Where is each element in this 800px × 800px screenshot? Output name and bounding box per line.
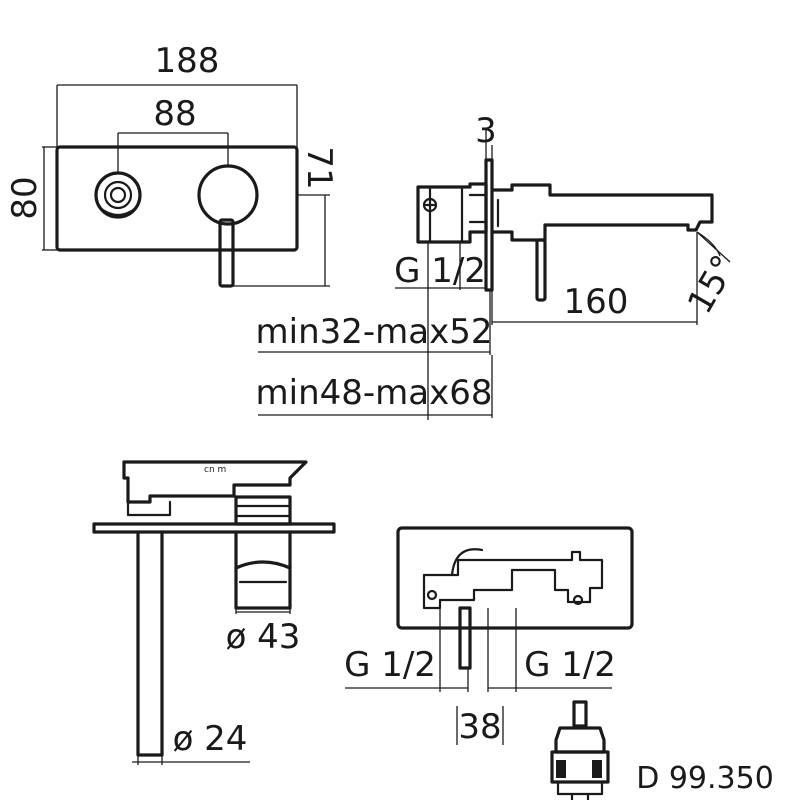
dim-height-spout: 71 [299,146,339,189]
side-spout [490,183,714,242]
diverter-knob [94,171,142,219]
dim-depth-range-1: min32-max52 [256,312,493,352]
dim-cartridge-diameter: ø 43 [226,617,301,657]
dim-connection-right: G 1/2 [524,645,616,685]
section-view: cn m ø 43 ø 24 [92,460,336,765]
cartridge-part [550,700,610,800]
mixing-body [416,182,488,244]
dim-spout-diameter: ø 24 [173,719,248,759]
dim-plate-thickness: 3 [475,111,497,151]
dim-connection: G 1/2 [394,251,486,291]
dim-depth-range-2: min48-max68 [256,373,493,413]
rear-plate [396,526,634,630]
drawing-code: D 99.350 [636,761,774,796]
section-cartridge [234,495,292,614]
svg-text:cn m: cn m [204,465,226,475]
side-lever [535,238,547,302]
section-body [122,460,308,504]
dim-spout-angle: 15° [680,248,745,320]
section-plate [92,522,336,534]
mixer-lever [197,164,259,288]
dim-height-plate: 80 [5,176,45,219]
front-plate [55,145,299,252]
section-spout [132,530,250,765]
dim-center-distance: 38 [458,707,501,747]
dim-connection-left: G 1/2 [344,645,436,685]
rear-view: G 1/2 G 1/2 38 [344,526,634,747]
dim-projection: 160 [564,282,629,322]
front-view: 188 88 80 71 [5,41,339,288]
dim-axis-distance: 88 [153,94,196,134]
dim-width-total: 188 [155,41,220,81]
rear-connection-pipe [458,606,472,670]
